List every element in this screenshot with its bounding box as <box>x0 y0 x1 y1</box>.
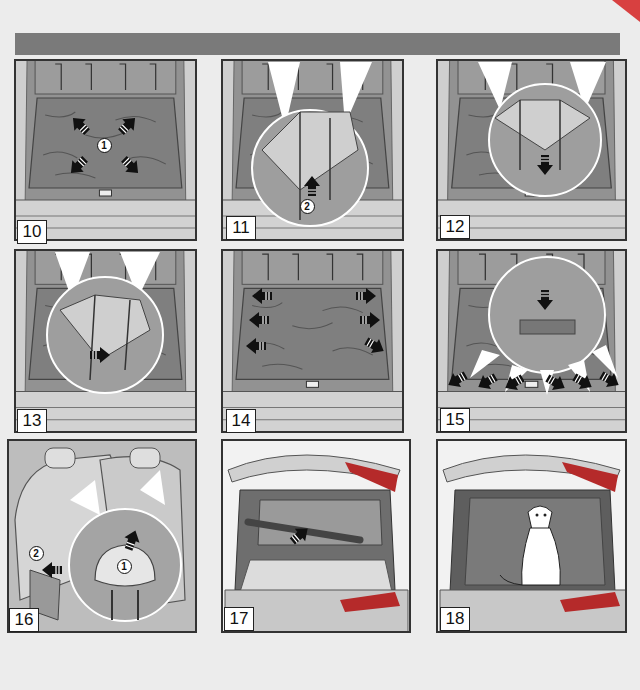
callout-text: 2 <box>304 201 310 212</box>
step-number: 11 <box>226 216 256 240</box>
step-text: 12 <box>446 217 465 237</box>
callout-text: 2 <box>33 548 39 559</box>
step-number: 14 <box>226 409 256 433</box>
callout-number: 1 <box>97 138 112 153</box>
step-text: 16 <box>15 610 34 630</box>
step-text: 18 <box>446 609 465 629</box>
step-number: 15 <box>440 408 470 432</box>
step-text: 13 <box>23 411 42 431</box>
step-number: 16 <box>9 608 39 632</box>
callout-number: 2 <box>29 546 44 561</box>
step-number: 12 <box>440 215 470 239</box>
step-number: 10 <box>17 220 47 244</box>
callout-number: 2 <box>300 199 315 214</box>
step-text: 15 <box>446 410 465 430</box>
step-number: 17 <box>224 607 254 631</box>
callout-text: 1 <box>121 561 127 572</box>
callout-number: 1 <box>117 559 132 574</box>
callout-text: 1 <box>101 140 107 151</box>
step-number: 18 <box>440 607 470 631</box>
step-text: 14 <box>232 411 251 431</box>
step-text: 17 <box>230 609 249 629</box>
step-text: 11 <box>232 218 250 238</box>
step-text: 10 <box>23 222 42 242</box>
step-number: 13 <box>17 409 47 433</box>
